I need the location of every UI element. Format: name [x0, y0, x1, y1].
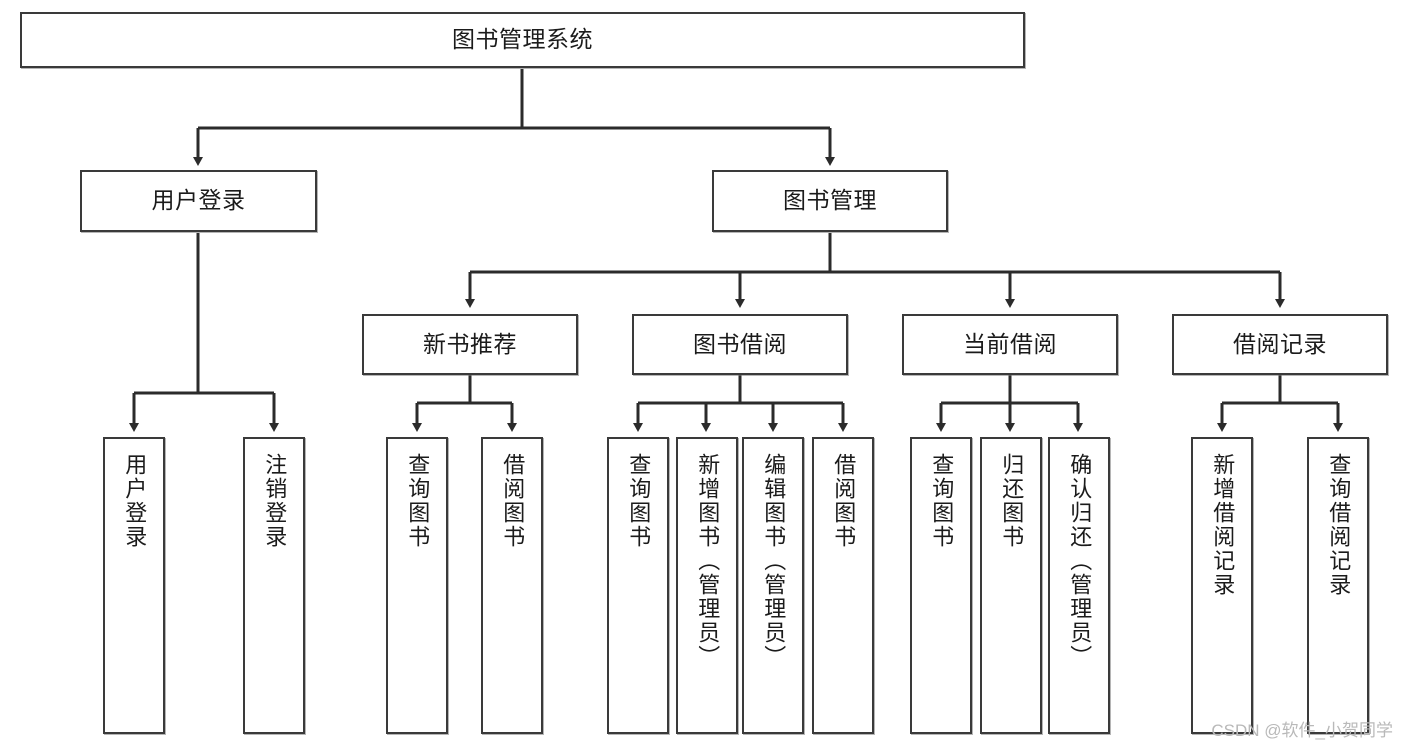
- node-leaf-search-book-recommend[interactable]: 查询图书: [386, 437, 448, 734]
- node-label: 借阅图书: [500, 453, 526, 549]
- node-label: 查询借阅记录: [1326, 453, 1352, 597]
- node-label: 归还图书: [999, 453, 1025, 549]
- node-leaf-confirm-return-admin[interactable]: 确认归还（管理员）: [1048, 437, 1110, 734]
- node-label: 借阅记录: [1233, 330, 1327, 357]
- node-label: 注销登录: [262, 453, 288, 549]
- node-borrow-record[interactable]: 借阅记录: [1172, 314, 1388, 375]
- node-leaf-add-borrow-record[interactable]: 新增借阅记录: [1191, 437, 1253, 734]
- node-leaf-borrow-book-recommend[interactable]: 借阅图书: [481, 437, 543, 734]
- node-label: 确认归还（管理员）: [1067, 453, 1093, 669]
- node-leaf-search-book-borrow[interactable]: 查询图书: [607, 437, 669, 734]
- node-label: 用户登录: [151, 187, 246, 214]
- node-user-login[interactable]: 用户登录: [80, 170, 317, 232]
- node-label: 新增借阅记录: [1210, 453, 1236, 597]
- node-label: 编辑图书（管理员）: [761, 453, 787, 669]
- node-leaf-edit-book-admin[interactable]: 编辑图书（管理员）: [742, 437, 804, 734]
- node-leaf-user-login[interactable]: 用户登录: [103, 437, 165, 734]
- node-current-borrow[interactable]: 当前借阅: [902, 314, 1118, 375]
- node-label: 图书借阅: [693, 330, 787, 357]
- node-leaf-add-book-admin[interactable]: 新增图书（管理员）: [676, 437, 738, 734]
- node-book-borrow[interactable]: 图书借阅: [632, 314, 848, 375]
- node-label: 用户登录: [122, 453, 148, 549]
- node-book-management[interactable]: 图书管理: [712, 170, 948, 232]
- node-label: 查询图书: [626, 453, 652, 549]
- node-new-book-recommend[interactable]: 新书推荐: [362, 314, 578, 375]
- node-label: 图书管理系统: [452, 26, 593, 53]
- node-leaf-borrow-book[interactable]: 借阅图书: [812, 437, 874, 734]
- node-label: 新增图书（管理员）: [695, 453, 721, 669]
- node-root-system[interactable]: 图书管理系统: [20, 12, 1025, 68]
- csdn-watermark: CSDN @软件_小贺同学: [1211, 721, 1393, 740]
- node-leaf-search-borrow-record[interactable]: 查询借阅记录: [1307, 437, 1369, 734]
- node-label: 查询图书: [405, 453, 431, 549]
- node-label: 借阅图书: [831, 453, 857, 549]
- node-label: 当前借阅: [963, 330, 1057, 357]
- node-leaf-search-book-current[interactable]: 查询图书: [910, 437, 972, 734]
- node-label: 新书推荐: [423, 330, 517, 357]
- node-leaf-return-book[interactable]: 归还图书: [980, 437, 1042, 734]
- node-label: 查询图书: [929, 453, 955, 549]
- node-label: 图书管理: [783, 187, 877, 214]
- node-leaf-logout[interactable]: 注销登录: [243, 437, 305, 734]
